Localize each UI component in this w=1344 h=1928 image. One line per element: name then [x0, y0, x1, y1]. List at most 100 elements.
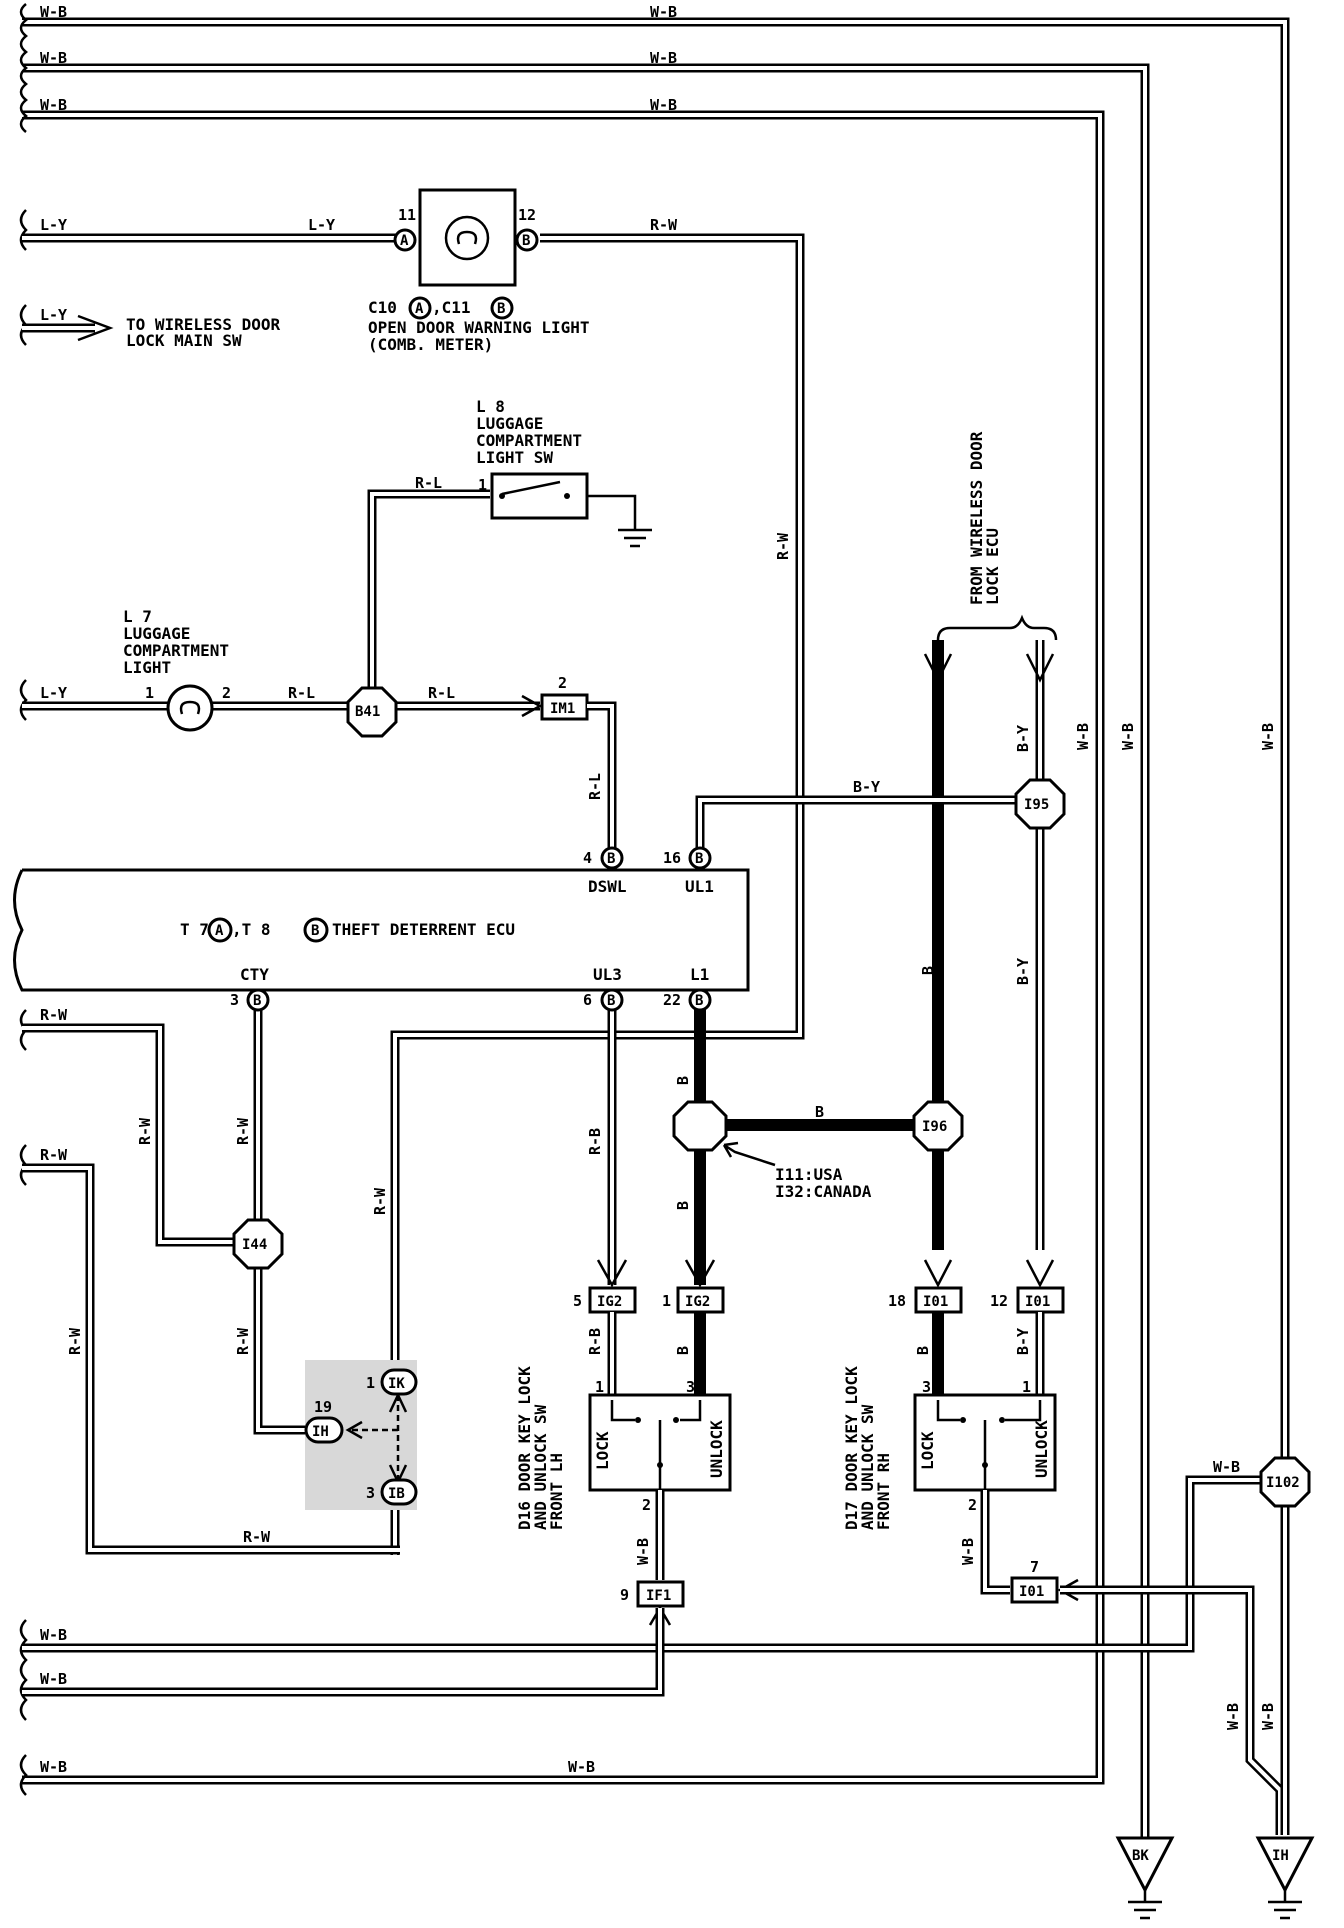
d17-label-2: AND UNLOCK SW	[858, 1404, 877, 1530]
theft-deterrent-ecu: T 7 A ,T 8 B THEFT DETERRENT ECU B 4 DSW…	[13, 846, 750, 992]
wire-label-wb-5: W-B	[40, 96, 67, 114]
d17-door-key-switch: B B-Y 3 1 LOCK UNLOCK 2 D17 DOOR KEY LOC…	[842, 1312, 1079, 1604]
junction-i44	[232, 1218, 284, 1270]
i96-label: I96	[922, 1119, 947, 1135]
junction-i95	[1014, 778, 1066, 830]
wire-label-rw-vert: R-W	[774, 532, 792, 560]
warning-light-conn-a	[393, 228, 417, 252]
l8-line2: COMPARTMENT	[476, 431, 582, 450]
wire-label-rw-3: R-W	[136, 1117, 154, 1145]
splice-label-canada: I32:CANADA	[775, 1182, 872, 1201]
luggage-light-switch: L 8 LUGGAGE COMPARTMENT LIGHT SW 1 R-L	[367, 397, 652, 710]
wire-label-wb-14: W-B	[1074, 723, 1092, 750]
pin-dswl-b: B	[607, 851, 615, 867]
ul3-label: UL3	[593, 965, 622, 984]
l8-id: L 8	[476, 397, 505, 416]
wire-label-by-4: B-Y	[1014, 1328, 1032, 1355]
id-conn-b: B	[497, 301, 505, 317]
wire-label-rw-7: R-W	[66, 1327, 84, 1355]
junction-i102	[1259, 1456, 1311, 1508]
i01-left-label: I01	[923, 1294, 948, 1310]
d16-pin2: 2	[642, 1496, 651, 1514]
ecu-pin-l1	[688, 988, 712, 1012]
ground-bk: BK	[1115, 1836, 1175, 1920]
ik-pin: 1	[366, 1374, 375, 1392]
warning-light-subname: (COMB. METER)	[368, 335, 493, 354]
connector-ik	[380, 1368, 418, 1396]
d16-label-2: AND UNLOCK SW	[531, 1404, 550, 1530]
warning-light-id-2: ,C11	[432, 298, 471, 317]
wire-label-wb-6: W-B	[650, 96, 677, 114]
to-wireless-label-1: TO WIRELESS DOOR	[126, 315, 280, 334]
i01-right-label: I01	[1025, 1294, 1050, 1310]
wire-label-wb-15: W-B	[1119, 723, 1137, 750]
ecu-conn-b: B	[311, 923, 319, 939]
wire-label-wb-1: W-B	[40, 3, 67, 21]
wb-wire-group-top	[22, 17, 1290, 1838]
connector-im1	[540, 693, 589, 721]
ig2-left-label: IG2	[597, 1294, 622, 1310]
ih-pin: 19	[314, 1398, 332, 1416]
pin-ul3-b: B	[607, 993, 615, 1009]
d17-label-3: FRONT RH	[874, 1453, 893, 1530]
i01-right-pin: 12	[990, 1292, 1008, 1310]
ground-ih-label: IH	[1272, 1848, 1289, 1864]
warning-light-pin-12: 12	[518, 206, 536, 224]
wire-label-wb-11: W-B	[40, 1758, 67, 1776]
warning-light-name: OPEN DOOR WARNING LIGHT	[368, 318, 590, 337]
ecu-pin-ul3	[600, 988, 624, 1012]
pin-cty-b: B	[253, 993, 261, 1009]
wire-label-rw-6: R-W	[40, 1146, 68, 1164]
l7-id: L 7	[123, 607, 152, 626]
l1-label: L1	[690, 965, 709, 984]
ecu-title-2: ,T 8	[232, 920, 271, 939]
to-wireless-arrow: L-Y TO WIRELESS DOOR LOCK MAIN SW	[22, 306, 280, 350]
l8-pin: 1	[478, 476, 487, 494]
splice-i11-i32	[672, 1100, 728, 1152]
ground-ih: IH	[1255, 1836, 1315, 1920]
wire-label-by-3: B-Y	[1014, 958, 1032, 985]
l7-line3: LIGHT	[123, 658, 171, 677]
junction-b41	[346, 686, 398, 738]
wire-label-by-2: B-Y	[853, 778, 880, 796]
wire-label-wb-4: W-B	[650, 49, 677, 67]
to-wireless-label-2: LOCK MAIN SW	[126, 331, 242, 350]
wire-label-rb-2: R-B	[586, 1328, 604, 1355]
wire-label-rw-4: R-W	[234, 1117, 252, 1145]
wire-label-rl-2: R-L	[288, 684, 315, 702]
conn-a-letter: A	[400, 233, 409, 249]
luggage-light-bulb	[166, 684, 214, 732]
id-conn-a: A	[415, 301, 424, 317]
ecu-pin-cty	[246, 988, 270, 1012]
d16-unlock: UNLOCK	[707, 1420, 726, 1478]
pin-l1-b: B	[695, 993, 703, 1009]
l7-line1: LUGGAGE	[123, 624, 190, 643]
from-wireless-label-1: FROM WIRELESS DOOR	[967, 431, 986, 605]
luggage-light: L 7 LUGGAGE COMPARTMENT LIGHT 1 2 L-Y R-…	[22, 607, 617, 848]
warning-light-id: C10	[368, 298, 397, 317]
wire-label-rl-vert: R-L	[586, 773, 604, 800]
wire-label-rw-8: R-W	[243, 1528, 271, 1546]
ib-label: IB	[388, 1486, 405, 1502]
wire-label-b-5: B	[674, 1346, 692, 1355]
cty-label: CTY	[240, 965, 269, 984]
im1-pin: 2	[558, 674, 567, 692]
wire-label-rl-3: R-L	[428, 684, 455, 702]
wire-label-ly-arrow: L-Y	[40, 306, 67, 324]
ecu-title-1: T 7	[180, 920, 209, 939]
ig2-right-pin: 1	[662, 1292, 671, 1310]
l7-line2: COMPARTMENT	[123, 641, 229, 660]
wire-label-ly-2: L-Y	[308, 216, 335, 234]
if1-pin: 9	[620, 1586, 629, 1604]
ecu-pin-dswl	[600, 846, 624, 870]
connector-i01-low	[1010, 1576, 1059, 1604]
wire-label-wb-17: W-B	[1224, 1703, 1242, 1730]
ecu-title-3: THEFT DETERRENT ECU	[332, 920, 515, 939]
connector-ih	[304, 1416, 344, 1444]
wire-label-rw-5: R-W	[234, 1327, 252, 1355]
i01-low-label: I01	[1019, 1584, 1044, 1600]
junction-i96	[912, 1100, 964, 1152]
pin-l1-num: 22	[663, 991, 681, 1009]
wire-label-b-3: B	[674, 1201, 692, 1210]
